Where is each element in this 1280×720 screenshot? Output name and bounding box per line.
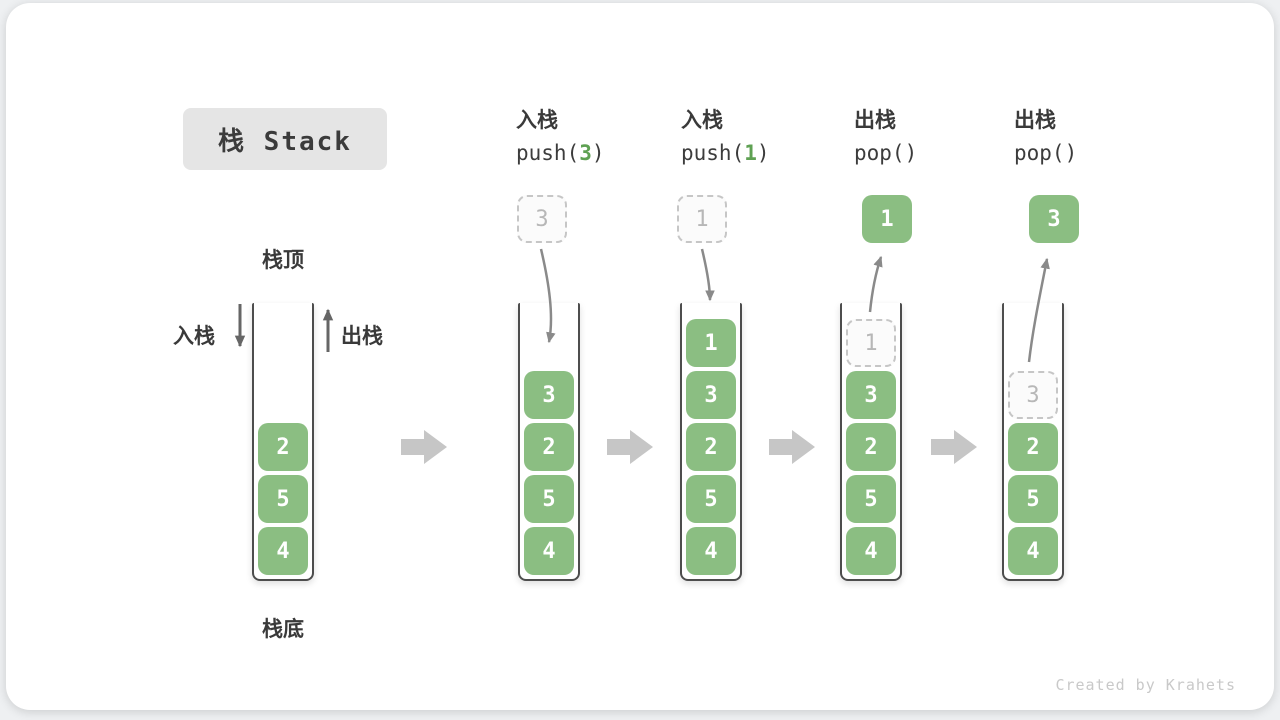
dashed-cell: 3 <box>1008 371 1058 419</box>
operation-action-label: 入栈 <box>681 109 723 132</box>
page-title: 栈 Stack <box>218 126 352 157</box>
dashed-cell: 1 <box>846 319 896 367</box>
dashed-cell: 1 <box>677 195 727 243</box>
operation-code-label: pop() <box>1014 141 1078 165</box>
operation-code-label: push(3) <box>516 141 605 165</box>
operation-header: 入栈 push(1) <box>681 104 851 170</box>
label-pop-direction: 出栈 <box>341 325 383 348</box>
stack-cell: 4 <box>686 527 736 575</box>
stack-cell: 5 <box>686 475 736 523</box>
stack-cell: 5 <box>258 475 308 523</box>
label-push-direction: 入栈 <box>173 325 215 348</box>
stack-cell: 5 <box>1008 475 1058 523</box>
stack-cell: 2 <box>686 423 736 471</box>
operation-arg: 3 <box>579 141 592 165</box>
operation-action-label: 出栈 <box>1014 109 1056 132</box>
stack-cell: 2 <box>258 423 308 471</box>
stack-cell: 5 <box>846 475 896 523</box>
stack-cell: 3 <box>524 371 574 419</box>
stack-cell: 2 <box>524 423 574 471</box>
label-stack-top: 栈顶 <box>262 249 304 272</box>
stack-cell: 1 <box>686 319 736 367</box>
stack-cell: 2 <box>1008 423 1058 471</box>
stack-cell: 4 <box>1008 527 1058 575</box>
stack-cell: 3 <box>1029 195 1079 243</box>
operation-action-label: 入栈 <box>516 109 558 132</box>
title-box: 栈 Stack <box>183 108 387 170</box>
operation-header: 出栈 pop() <box>854 104 1024 170</box>
stack-cell: 3 <box>846 371 896 419</box>
operation-header: 出栈 pop() <box>1014 104 1184 170</box>
watermark: Created by Krahets <box>1055 676 1236 694</box>
label-stack-bottom: 栈底 <box>262 618 304 641</box>
operation-code-label: push(1) <box>681 141 770 165</box>
operation-header: 入栈 push(3) <box>516 104 686 170</box>
stack-cell: 3 <box>686 371 736 419</box>
operation-action-label: 出栈 <box>854 109 896 132</box>
operation-arg: 1 <box>744 141 757 165</box>
stack-cell: 5 <box>524 475 574 523</box>
operation-code-label: pop() <box>854 141 918 165</box>
dashed-cell: 3 <box>517 195 567 243</box>
stack-cell: 4 <box>524 527 574 575</box>
stack-cell: 4 <box>258 527 308 575</box>
stack-cell: 1 <box>862 195 912 243</box>
stack-cell: 2 <box>846 423 896 471</box>
stack-cell: 4 <box>846 527 896 575</box>
